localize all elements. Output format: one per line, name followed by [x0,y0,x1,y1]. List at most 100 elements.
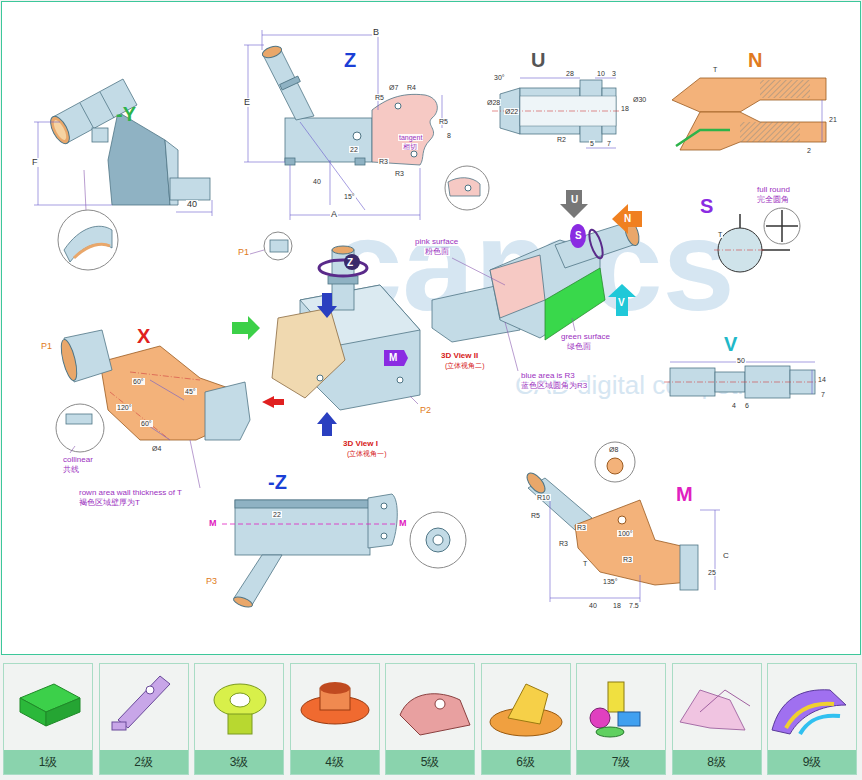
view-z-shape [300,122,365,210]
view-z-shape [395,103,401,109]
iso-view-1-shape [384,350,408,366]
iso-view-2-shape [587,228,606,260]
tile-pictures-shape [590,708,610,728]
view-m-shape [715,510,716,590]
iso-view-1-shape [272,308,345,398]
dimension-text: 30° [493,74,506,81]
dimension-text: R3 [378,158,389,165]
section-u-shape [520,78,580,79]
section-n-shape [740,122,800,142]
tile-pictures-shape [320,682,350,694]
view-minus-y-shape [108,112,170,205]
dimension-text: R5 [438,118,449,125]
dimension-text: Ø8 [608,446,619,453]
dimension-text: 6 [744,402,750,409]
dimension-text: 135° [602,578,618,585]
callout-label: P1 [237,248,250,257]
section-mark: M [208,519,218,528]
view-m-shape [524,470,549,496]
view-m-shape [640,575,641,602]
view-z-shape [261,44,283,60]
dimension-text: 7 [820,391,826,398]
view-label: M [676,484,693,504]
view-x-shape [140,420,170,440]
dimension-text: A [330,210,338,219]
view-z-shape [411,151,417,157]
dimension-text: 4 [731,402,737,409]
view-badge: M [389,353,397,363]
dimension-text: 14 [817,376,827,383]
view-minus-y-shape [58,210,118,270]
view-x-shape [110,392,170,440]
note-text: full round [756,186,791,194]
view-m-shape [575,500,690,585]
view-z-shape [285,158,295,165]
view-z-shape [280,76,301,90]
view-minus-z [222,494,466,609]
dimension-text: 100° [617,530,633,537]
view-x-shape [58,338,80,382]
dimension-text: T [712,66,718,73]
section-s-shape [714,250,766,251]
tile-pictures-shape [618,712,640,726]
dimension-text: R10 [536,494,551,501]
section-n [672,78,826,150]
level-label: 7级 [577,750,665,774]
callout-label: P3 [205,577,218,586]
dimension-text: C [722,552,730,560]
level-tile: 7级 [576,663,666,775]
level-label: 1级 [4,750,92,774]
note-text: blue area is R3 [520,372,576,380]
section-u-shape [520,96,616,126]
dimension-text: 21 [828,116,838,123]
view-minus-z-shape [381,533,387,539]
view-label: Z [344,50,356,70]
dimension-text: Ø7 [388,84,399,91]
section-u [492,78,624,148]
iso-view-1-shape [317,293,337,318]
view-minus-y-shape [84,170,86,210]
note-text: 粉色面 [424,248,450,256]
dimension-text: R3 [576,524,587,531]
dimension-text: R2 [556,136,567,143]
view-m-shape [550,500,551,602]
view-x-shape [56,404,104,452]
iso-view-1-shape [317,375,323,381]
view-z-shape [372,94,437,165]
view-x-shape [70,446,75,453]
dimension-text: Ø28 [486,99,501,106]
section-s-shape [766,225,798,227]
view-minus-y-shape [34,122,60,123]
tile-pictures-shape [146,686,154,694]
view-badge: U [571,195,578,205]
view-v-shape [812,370,813,394]
section-n-shape [760,80,810,98]
iso-view-1-shape [264,232,292,260]
view-z-shape [465,185,471,191]
view-minus-y-shape [47,113,73,146]
dimension-text: 8 [446,132,452,139]
view-minus-y-shape [176,212,212,213]
tile-pictures-shape [230,693,250,707]
level-label: 5级 [386,750,474,774]
view-z-shape [263,50,314,120]
iso-view-1-shape [332,246,354,254]
view-minus-y-shape [74,244,110,258]
view-minus-y-shape [212,200,213,216]
view-z-shape [262,35,378,36]
view-minus-z-shape [232,595,254,609]
dimension-text: 18 [612,602,622,609]
dimension-text: T [717,231,723,238]
note-text: pink surface [414,238,459,246]
tile-pictures-shape [46,698,80,726]
view-minus-z-shape [222,524,395,525]
view-z-shape [330,160,331,205]
view-title: (立体视角二) [444,362,486,369]
note-text: 相切 [402,143,418,150]
view-minus-y-shape [34,205,112,206]
level-label: 2级 [100,750,188,774]
view-minus-y-shape [100,92,114,118]
iso-view-1-shape [262,396,284,408]
view-z-shape [290,165,291,220]
